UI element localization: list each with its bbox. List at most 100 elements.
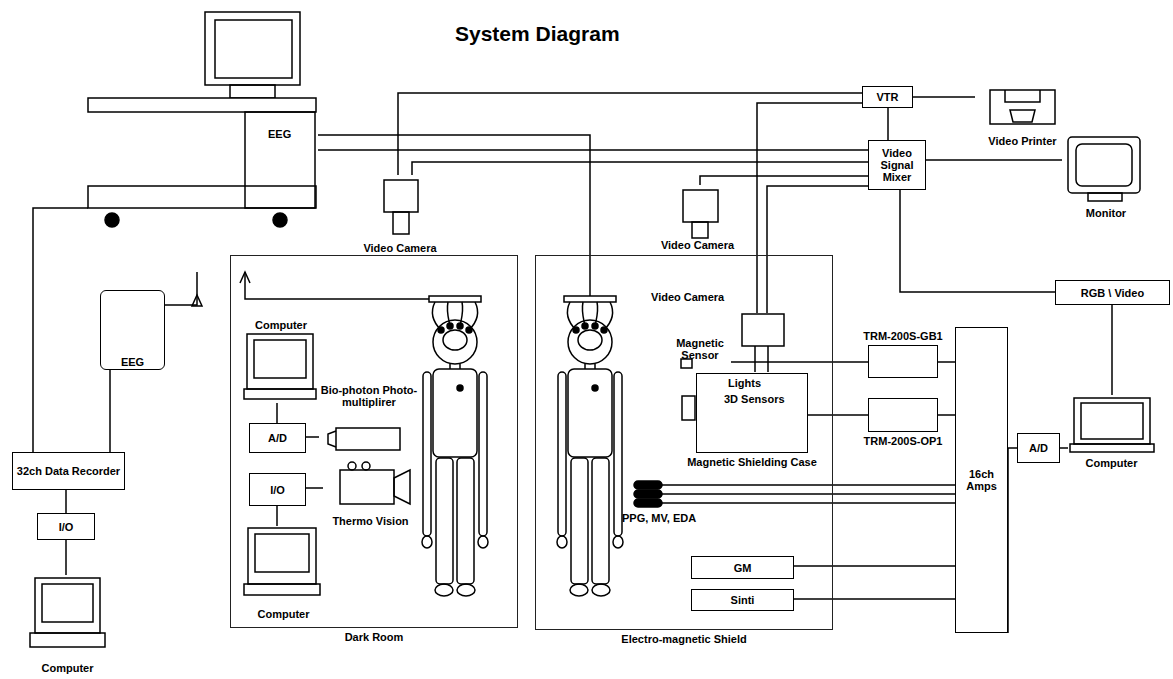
signal-line	[412, 162, 868, 175]
node-label: 16ch Amps	[956, 468, 1007, 492]
node-label: Video Signal Mixer	[869, 147, 925, 183]
signal-line	[1060, 447, 1068, 449]
node-label: 32ch Data Recorder	[17, 465, 120, 477]
node-label: Computer	[241, 319, 321, 331]
signal-line	[276, 403, 278, 423]
process-box: GM	[691, 556, 794, 579]
monitor-icon	[1068, 137, 1140, 201]
node-label: VTR	[877, 91, 899, 103]
signal-line	[900, 190, 1055, 292]
signal-line	[794, 598, 955, 600]
computer: Computer	[1068, 395, 1155, 470]
antenna-wire	[165, 272, 197, 305]
node-label: Computer	[1068, 457, 1155, 469]
node-label: Video Camera	[651, 291, 724, 303]
signal-line	[938, 414, 955, 416]
computer-icon	[30, 578, 105, 647]
node-label: Sinti	[731, 594, 755, 606]
node-label: Computer	[241, 608, 326, 620]
node-label: Electro-magnetic Shield	[621, 633, 746, 645]
process-box: A/D	[1017, 433, 1060, 463]
process-box: I/O	[37, 513, 95, 540]
signal-line	[109, 370, 111, 452]
process-box: TRM-200S-GB1	[868, 345, 938, 378]
human-figure	[422, 296, 488, 596]
eeg-console	[88, 12, 316, 227]
signal-line	[318, 149, 868, 151]
video-camera-icon	[683, 190, 718, 238]
photo-multiplier: Bio-photon Photo-multiplirer	[319, 383, 419, 455]
computer-icon	[1070, 398, 1154, 452]
node-label: EEG	[268, 128, 291, 140]
node-label: Monitor	[1062, 207, 1150, 219]
signal-line	[276, 506, 278, 526]
monitor: Monitor	[1062, 132, 1150, 220]
signal-line	[306, 436, 319, 438]
node-label: A/D	[1029, 442, 1048, 454]
computer-icon	[244, 334, 316, 399]
console-monitor	[205, 12, 300, 85]
node-label: Dark Room	[345, 631, 404, 643]
node-label: Computer	[25, 662, 110, 674]
computer-icon	[244, 528, 320, 595]
node-label: Video Printer	[975, 135, 1070, 147]
video-printer: Video Printer	[975, 83, 1070, 148]
node-label: A/D	[268, 432, 287, 444]
signal-line	[318, 135, 590, 255]
computer: Computer	[241, 318, 321, 403]
signal-line	[1008, 448, 1017, 633]
computer: Computer	[241, 526, 326, 621]
signal-line	[913, 96, 975, 98]
photo-multiplier-icon	[328, 428, 400, 450]
node-label: Magnetic Shielding Case	[687, 456, 817, 468]
process-box: RGB \ Video	[1055, 280, 1170, 305]
node-label: Video Camera	[345, 242, 455, 254]
computer: Computer	[25, 575, 110, 675]
process-box: I/O	[249, 473, 306, 506]
portable-eeg: EEG	[100, 290, 165, 370]
node-label: TRM-200S-GB1	[863, 330, 942, 342]
signal-line	[65, 490, 67, 513]
signal-line	[926, 159, 1062, 161]
process-box: 16ch Amps	[955, 327, 1008, 633]
node-label: RGB \ Video	[1081, 287, 1144, 299]
shield-region: Electro-magnetic ShieldMagnetic SensorMa…	[535, 255, 833, 630]
annotation-label: 3D Sensors	[724, 393, 785, 405]
signal-line	[700, 176, 868, 185]
signal-line	[808, 414, 868, 416]
video-camera: Video Camera	[739, 313, 789, 351]
process-box: VTR	[862, 86, 913, 108]
thermo-vision-camera	[340, 462, 410, 504]
node-label: I/O	[270, 484, 285, 496]
console-wheel	[273, 213, 287, 227]
process-box: A/D	[249, 423, 306, 453]
dark-room-antenna	[240, 272, 429, 299]
process-box: 32ch Data Recorder	[12, 452, 125, 490]
signal-line	[794, 565, 955, 567]
antenna-symbol	[192, 295, 202, 306]
signal-line	[1111, 305, 1113, 395]
console-screen	[215, 20, 292, 78]
signal-line	[887, 108, 889, 140]
console-wheel	[105, 213, 119, 227]
node-label: GM	[734, 562, 752, 574]
eeg-console: EEG	[88, 10, 318, 230]
video-camera: Video Camera	[345, 175, 455, 255]
node-label: Bio-photon Photo-multiplirer	[319, 384, 419, 408]
node-label: I/O	[59, 521, 74, 533]
signal-line	[731, 361, 868, 363]
node-label: Thermo Vision	[323, 515, 418, 527]
magnetic-sensor: Magnetic Sensor	[669, 336, 731, 371]
video-printer-icon	[990, 90, 1055, 124]
signal-line	[306, 487, 323, 489]
process-box: TRM-200S-OP1	[868, 398, 938, 432]
signal-line	[938, 361, 955, 363]
node-label: TRM-200S-OP1	[864, 435, 943, 447]
signal-line	[757, 103, 862, 313]
process-box: Video Signal Mixer	[868, 140, 926, 190]
room-region: Dark RoomComputerA/DBio-photon Photo-mul…	[230, 255, 518, 628]
console-cabinet	[245, 112, 315, 208]
signal-line	[33, 208, 88, 452]
thermo-vision: Thermo Vision	[323, 463, 418, 528]
video-camera-icon	[384, 180, 418, 234]
